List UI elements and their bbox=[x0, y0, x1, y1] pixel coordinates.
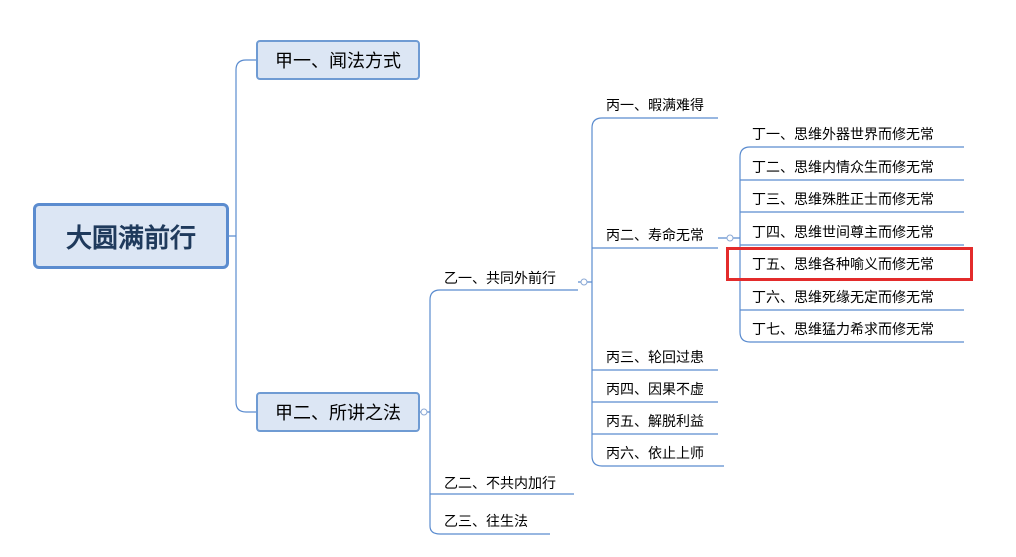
node-ding5[interactable]: 丁五、思维各种喻义而修无常 bbox=[752, 257, 934, 273]
node-yi1[interactable]: 乙一、共同外前行 bbox=[444, 271, 556, 287]
node-bing2[interactable]: 丙二、寿命无常 bbox=[606, 228, 704, 244]
node-bing3[interactable]: 丙三、轮回过患 bbox=[606, 350, 704, 366]
node-yi2[interactable]: 乙二、不共内加行 bbox=[444, 476, 556, 492]
root-node[interactable]: 大圆满前行 bbox=[33, 203, 229, 269]
collapse-toggle-jia2[interactable] bbox=[420, 408, 428, 416]
node-jia2[interactable]: 甲二、所讲之法 bbox=[256, 392, 420, 432]
node-ding6[interactable]: 丁六、思维死缘无定而修无常 bbox=[752, 290, 934, 306]
node-yi3[interactable]: 乙三、往生法 bbox=[444, 514, 528, 530]
node-ding1[interactable]: 丁一、思维外器世界而修无常 bbox=[752, 127, 934, 143]
node-bing1[interactable]: 丙一、暇满难得 bbox=[606, 98, 704, 114]
node-ding4[interactable]: 丁四、思维世间尊主而修无常 bbox=[752, 225, 934, 241]
highlight-box bbox=[726, 247, 973, 281]
collapse-toggle-yi1[interactable] bbox=[580, 278, 588, 286]
node-bing6[interactable]: 丙六、依止上师 bbox=[606, 446, 704, 462]
node-bing4[interactable]: 丙四、因果不虚 bbox=[606, 382, 704, 398]
node-ding2[interactable]: 丁二、思维内情众生而修无常 bbox=[752, 160, 934, 176]
node-jia1[interactable]: 甲一、闻法方式 bbox=[256, 40, 420, 80]
connector-jia2 bbox=[420, 289, 578, 535]
node-ding3[interactable]: 丁三、思维殊胜正士而修无常 bbox=[752, 192, 934, 208]
node-ding7[interactable]: 丁七、思维猛力希求而修无常 bbox=[752, 322, 934, 338]
connector-root bbox=[229, 59, 256, 413]
node-bing5[interactable]: 丙五、解脱利益 bbox=[606, 414, 704, 430]
collapse-toggle-bing2[interactable] bbox=[726, 234, 734, 242]
